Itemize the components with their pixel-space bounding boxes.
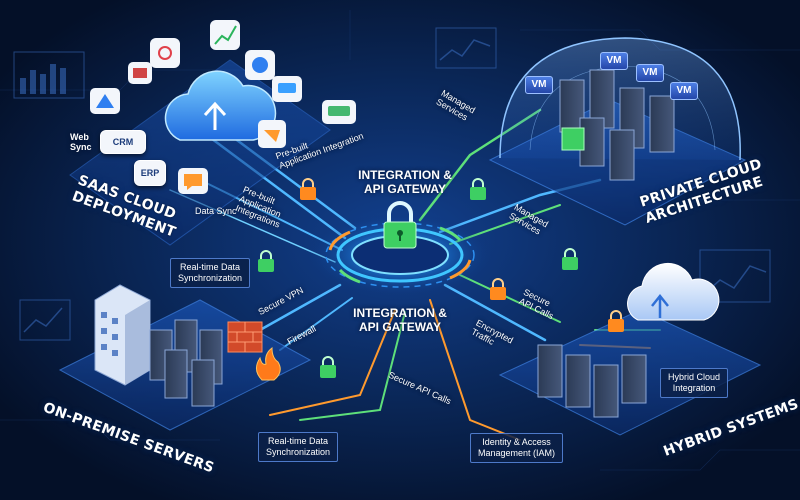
box-hybrid-integration: Hybrid Cloud Integration — [660, 368, 729, 398]
chart-icon — [13, 27, 771, 341]
box-iam: Identity & Access Management (IAM) — [470, 433, 564, 463]
building-icon — [94, 284, 151, 386]
firewall-brick-icon — [227, 321, 263, 353]
lock-icon — [383, 201, 417, 249]
gateway-hub — [305, 213, 495, 297]
label-web-sync: Web Sync — [70, 132, 92, 152]
vm-tag-1: VM — [525, 76, 553, 94]
app-erp: ERP — [134, 160, 166, 186]
hybrid-server-racks — [537, 344, 647, 418]
app-crm: CRM — [100, 130, 146, 154]
vm-tag-3: VM — [636, 64, 664, 82]
box-realtime-bottom: Real-time Data Synchronization — [258, 432, 339, 462]
onprem-server-racks — [149, 319, 223, 407]
flow-data-sync: Data Sync — [195, 206, 237, 216]
gateway-title-top: INTEGRATION & API GATEWAY — [358, 168, 452, 196]
padlock-icons — [258, 178, 624, 378]
server-rack-icon — [559, 69, 675, 181]
flame-icon — [256, 346, 281, 381]
box-realtime-top: Real-time Data Synchronization — [170, 258, 251, 288]
vm-tag-4: VM — [670, 82, 698, 100]
cloud-upload-icon — [164, 70, 277, 141]
saas-app-tiles — [90, 20, 356, 194]
gateway-title-bottom: INTEGRATION & API GATEWAY — [353, 306, 447, 334]
vm-tag-2: VM — [600, 52, 628, 70]
hybrid-cloud-icon — [627, 262, 720, 321]
